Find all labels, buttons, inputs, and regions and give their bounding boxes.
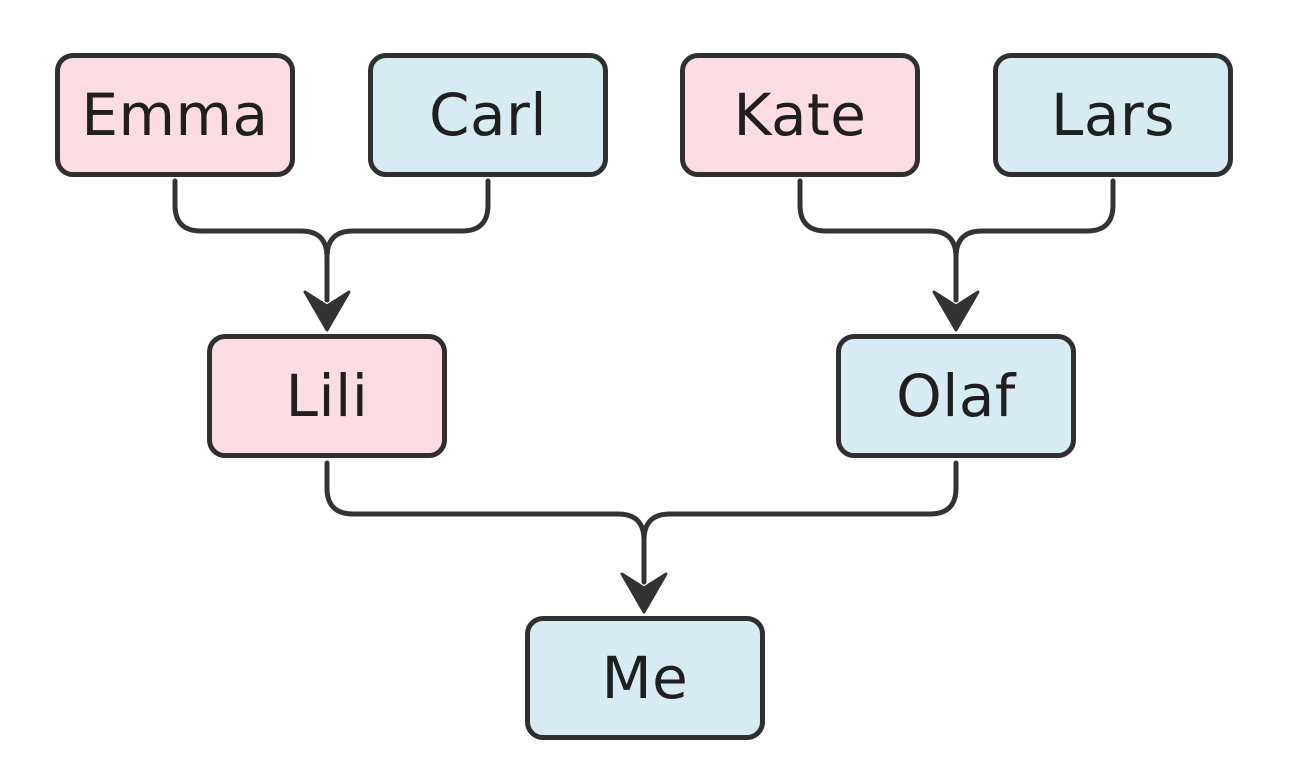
node-emma-label: Emma bbox=[81, 81, 269, 149]
edge-olaf-to-me bbox=[641, 460, 959, 585]
edge-emma-to-lili bbox=[172, 178, 330, 303]
node-olaf[interactable]: Olaf bbox=[836, 334, 1076, 458]
node-kate-label: Kate bbox=[733, 81, 867, 149]
edge-lars-to-olaf bbox=[953, 178, 1116, 303]
node-lili[interactable]: Lili bbox=[207, 334, 447, 458]
node-carl-label: Carl bbox=[429, 81, 547, 149]
node-lili-label: Lili bbox=[285, 362, 369, 430]
node-olaf-label: Olaf bbox=[896, 362, 1016, 430]
node-me[interactable]: Me bbox=[525, 616, 765, 740]
edge-carl-to-lili bbox=[324, 178, 491, 303]
node-emma[interactable]: Emma bbox=[55, 53, 295, 177]
arrowhead-olaf bbox=[932, 290, 980, 332]
node-me-label: Me bbox=[601, 644, 689, 712]
node-lars-label: Lars bbox=[1051, 81, 1175, 149]
arrowhead-me bbox=[620, 572, 668, 614]
edge-lili-to-me bbox=[324, 460, 647, 585]
node-lars[interactable]: Lars bbox=[993, 53, 1233, 177]
node-carl[interactable]: Carl bbox=[368, 53, 608, 177]
node-kate[interactable]: Kate bbox=[680, 53, 920, 177]
edge-kate-to-olaf bbox=[797, 178, 959, 303]
arrowhead-lili bbox=[303, 290, 351, 332]
